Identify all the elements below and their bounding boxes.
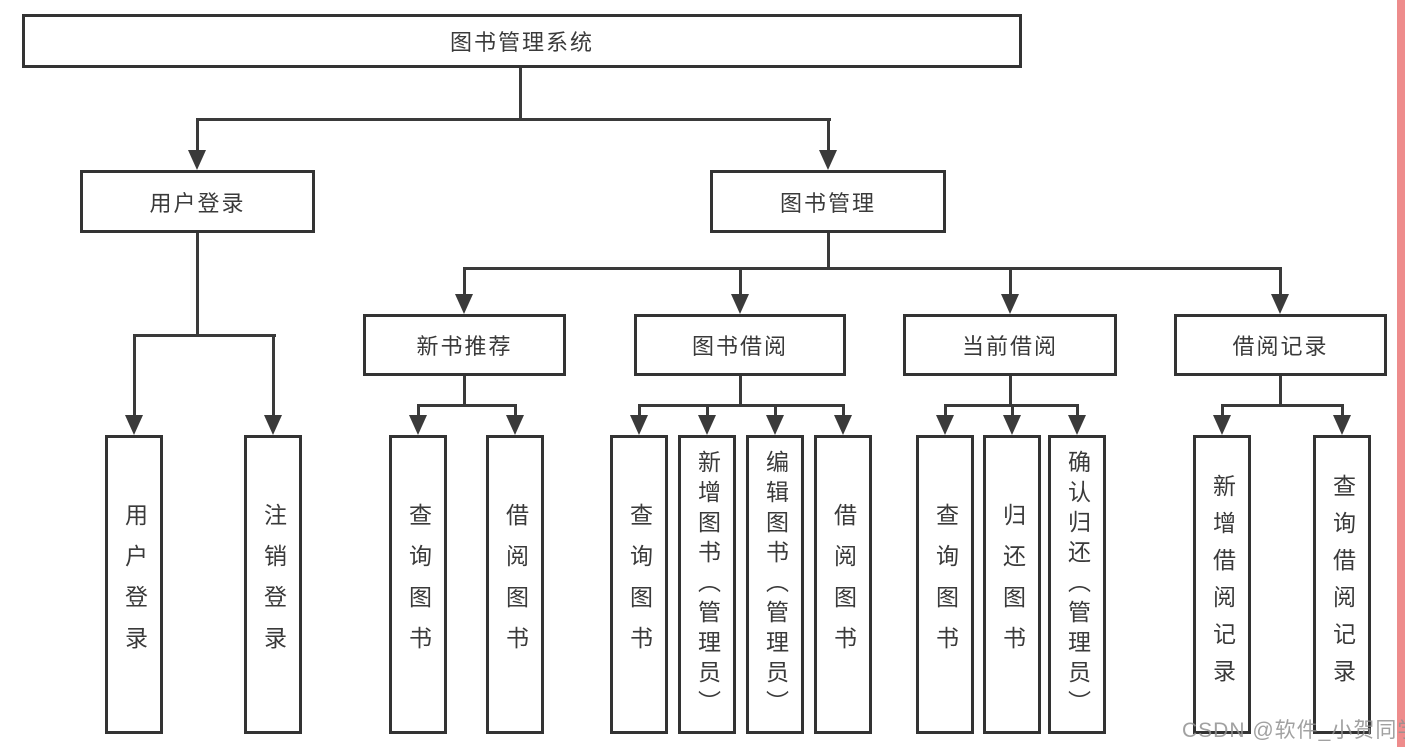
node-current-borrowing: 当前借阅 — [903, 314, 1117, 376]
right-edge-accent-strip — [1397, 0, 1405, 747]
node-label: 用户登录 — [149, 190, 246, 216]
connector-line — [1221, 404, 1344, 407]
connector-line — [706, 404, 709, 417]
arrowhead-icon — [731, 294, 749, 314]
leaf-query-books-borrowing: 查询图书 — [610, 435, 668, 734]
arrowhead-icon — [188, 150, 206, 170]
connector-line — [133, 334, 136, 417]
connector-line — [739, 376, 742, 407]
connector-line — [638, 404, 641, 417]
node-label: 图书管理 — [779, 190, 876, 216]
arrowhead-icon — [819, 150, 837, 170]
arrowhead-icon — [409, 415, 427, 435]
leaf-borrow-books: 借阅图书 — [814, 435, 872, 734]
connector-line — [1341, 404, 1344, 417]
connector-line — [842, 404, 845, 417]
arrowhead-icon — [698, 415, 716, 435]
connector-line — [944, 404, 947, 417]
node-label: 当前借阅 — [961, 334, 1058, 359]
node-user-login: 用户登录 — [80, 170, 315, 233]
node-label: 图书管理系统 — [449, 30, 594, 55]
node-borrowing-records: 借阅记录 — [1174, 314, 1387, 376]
csdn-watermark: CSDN @软件_小贺同学 — [1182, 719, 1405, 742]
arrowhead-icon — [1003, 415, 1021, 435]
node-book-management: 图书管理 — [710, 170, 946, 233]
arrowhead-icon — [1001, 294, 1019, 314]
arrowhead-icon — [264, 415, 282, 435]
connector-line — [1279, 376, 1282, 407]
arrowhead-icon — [630, 415, 648, 435]
connector-line — [1011, 404, 1014, 417]
arrowhead-icon — [455, 294, 473, 314]
arrowhead-icon — [125, 415, 143, 435]
arrowhead-icon — [1271, 294, 1289, 314]
connector-line — [1009, 267, 1012, 295]
leaf-confirm-return-admin: 确认归还（管理员） — [1048, 435, 1106, 734]
node-label: 借阅记录 — [1232, 334, 1329, 359]
arrowhead-icon — [506, 415, 524, 435]
leaf-query-borrow-record: 查询借阅记录 — [1313, 435, 1371, 734]
connector-line — [196, 118, 831, 121]
leaf-logout: 注销登录 — [244, 435, 302, 734]
node-book-borrowing: 图书借阅 — [634, 314, 846, 376]
node-label: 图书借阅 — [691, 334, 788, 359]
connector-line — [417, 404, 517, 407]
arrowhead-icon — [1068, 415, 1086, 435]
connector-line — [272, 334, 275, 417]
connector-line — [774, 404, 777, 417]
connector-line — [514, 404, 517, 417]
connector-line — [463, 267, 1282, 270]
arrowhead-icon — [1333, 415, 1351, 435]
connector-line — [133, 334, 276, 337]
leaf-query-books-current: 查询图书 — [916, 435, 974, 734]
connector-line — [463, 376, 466, 407]
leaf-query-books-recommend: 查询图书 — [389, 435, 447, 734]
node-label: 新书推荐 — [416, 334, 513, 359]
arrowhead-icon — [1213, 415, 1231, 435]
connector-line — [417, 404, 420, 417]
leaf-add-borrow-record: 新增借阅记录 — [1193, 435, 1251, 734]
leaf-borrow-books-recommend: 借阅图书 — [486, 435, 544, 734]
connector-line — [827, 233, 830, 269]
arrowhead-icon — [766, 415, 784, 435]
arrowhead-icon — [936, 415, 954, 435]
leaf-user-login: 用户登录 — [105, 435, 163, 734]
connector-line — [196, 233, 199, 337]
connector-line — [463, 267, 466, 295]
connector-line — [196, 118, 199, 152]
leaf-add-books-admin: 新增图书（管理员） — [678, 435, 736, 734]
connector-line — [1009, 376, 1012, 407]
connector-line — [1221, 404, 1224, 417]
connector-line — [1279, 267, 1282, 295]
node-library-management-system: 图书管理系统 — [22, 14, 1022, 68]
node-new-book-recommend: 新书推荐 — [363, 314, 566, 376]
arrowhead-icon — [834, 415, 852, 435]
connector-line — [1076, 404, 1079, 417]
connector-line — [739, 267, 742, 295]
connector-line — [519, 68, 522, 120]
connector-line — [638, 404, 845, 407]
connector-line — [827, 118, 830, 152]
leaf-return-books: 归还图书 — [983, 435, 1041, 734]
leaf-edit-books-admin: 编辑图书（管理员） — [746, 435, 804, 734]
